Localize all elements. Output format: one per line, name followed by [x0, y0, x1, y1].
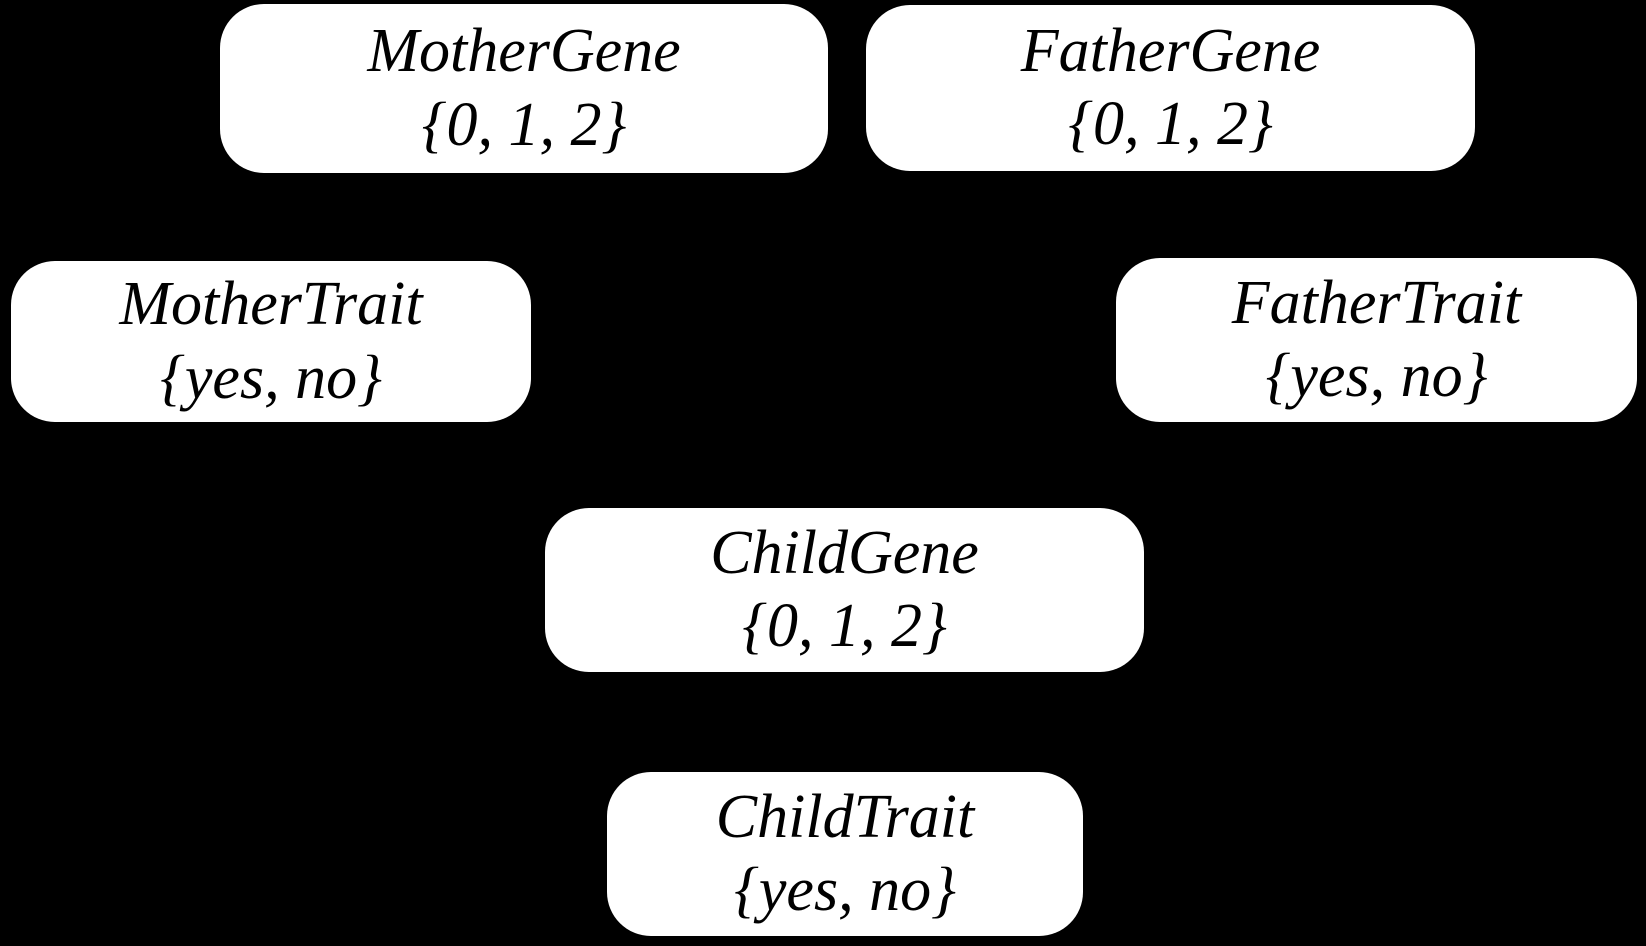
node-child-trait-values: {yes, no} [734, 856, 956, 924]
node-father-gene: FatherGene {0, 1, 2} [866, 5, 1475, 171]
node-child-gene: ChildGene {0, 1, 2} [545, 508, 1144, 672]
node-father-trait-values: {yes, no} [1265, 342, 1488, 410]
node-child-gene-values: {0, 1, 2} [742, 592, 947, 660]
node-mother-trait-label: MotherTrait [119, 270, 423, 339]
node-mother-trait-values: {yes, no} [160, 343, 382, 412]
node-father-trait: FatherTrait {yes, no} [1116, 258, 1637, 422]
node-child-trait: ChildTrait {yes, no} [607, 772, 1083, 936]
node-mother-gene-label: MotherGene [367, 17, 681, 86]
node-child-trait-label: ChildTrait [715, 782, 975, 851]
node-mother-gene-values: {0, 1, 2} [421, 90, 627, 159]
node-child-gene-label: ChildGene [710, 518, 979, 587]
node-mother-trait: MotherTrait {yes, no} [11, 261, 531, 422]
node-father-trait-label: FatherTrait [1231, 268, 1522, 337]
node-father-gene-values: {0, 1, 2} [1068, 90, 1273, 158]
node-mother-gene: MotherGene {0, 1, 2} [220, 4, 828, 173]
node-father-gene-label: FatherGene [1020, 16, 1321, 85]
